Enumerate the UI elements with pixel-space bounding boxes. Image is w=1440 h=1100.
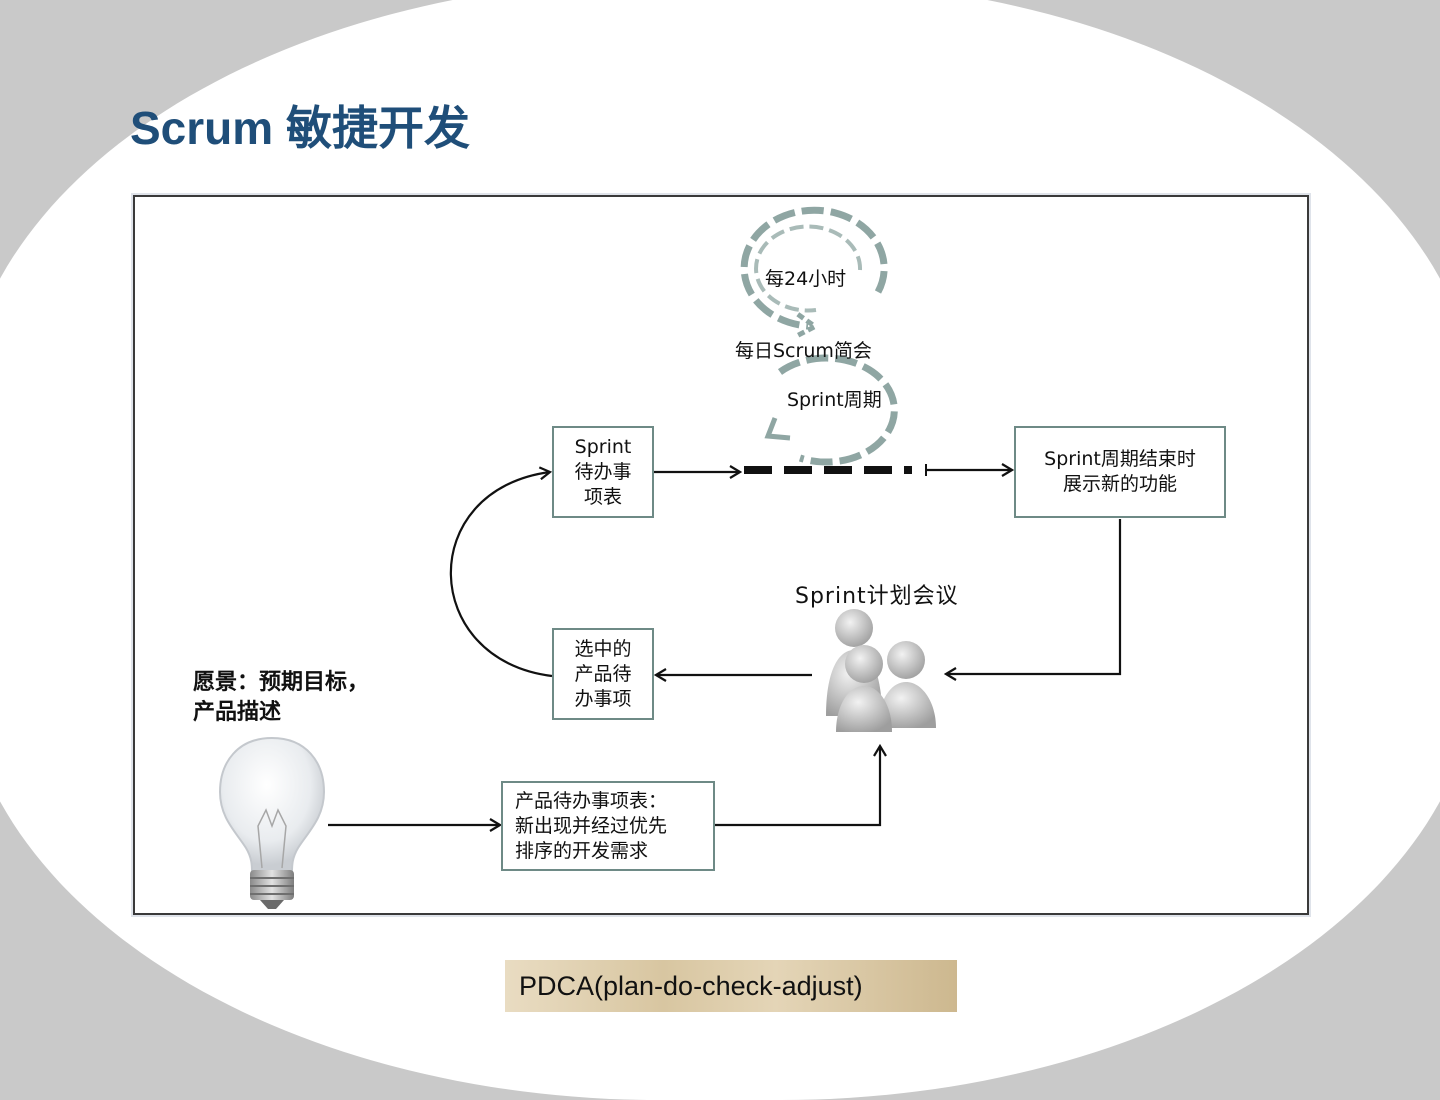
arrow-selected-to-sprint-backlog <box>449 472 553 678</box>
daily-cycle-arrow-icon <box>740 206 888 326</box>
diagram-frame <box>133 195 1309 915</box>
sprint-planning-label: Sprint计划会议 <box>795 584 959 609</box>
daily-scrum-label: 每日Scrum简会 <box>735 340 872 362</box>
product-backlog-box: 产品待办事项表： 新出现并经过优先 排序的开发需求 <box>501 781 715 871</box>
sprint-end-box: Sprint周期结束时 展示新的功能 <box>1014 426 1226 518</box>
pdca-caption: PDCA(plan-do-check-adjust) <box>505 960 957 1012</box>
lightbulb-icon <box>218 736 326 909</box>
sprint-backlog-box: Sprint 待办事 项表 <box>552 426 654 518</box>
vision-label: 愿景：预期目标， 产品描述 <box>193 670 370 725</box>
selected-backlog-box: 选中的 产品待 办事项 <box>552 628 654 720</box>
cycle-24h-label: 每24小时 <box>765 268 847 290</box>
arrow-review-to-planning <box>946 519 1122 674</box>
sprint-cycle-arrow-icon <box>764 354 898 466</box>
page-title: Scrum 敏捷开发 <box>130 102 470 154</box>
arrow-backlog-to-planning <box>715 746 880 827</box>
sprint-cycle-label: Sprint周期 <box>787 389 882 411</box>
people-group-icon <box>826 609 936 732</box>
